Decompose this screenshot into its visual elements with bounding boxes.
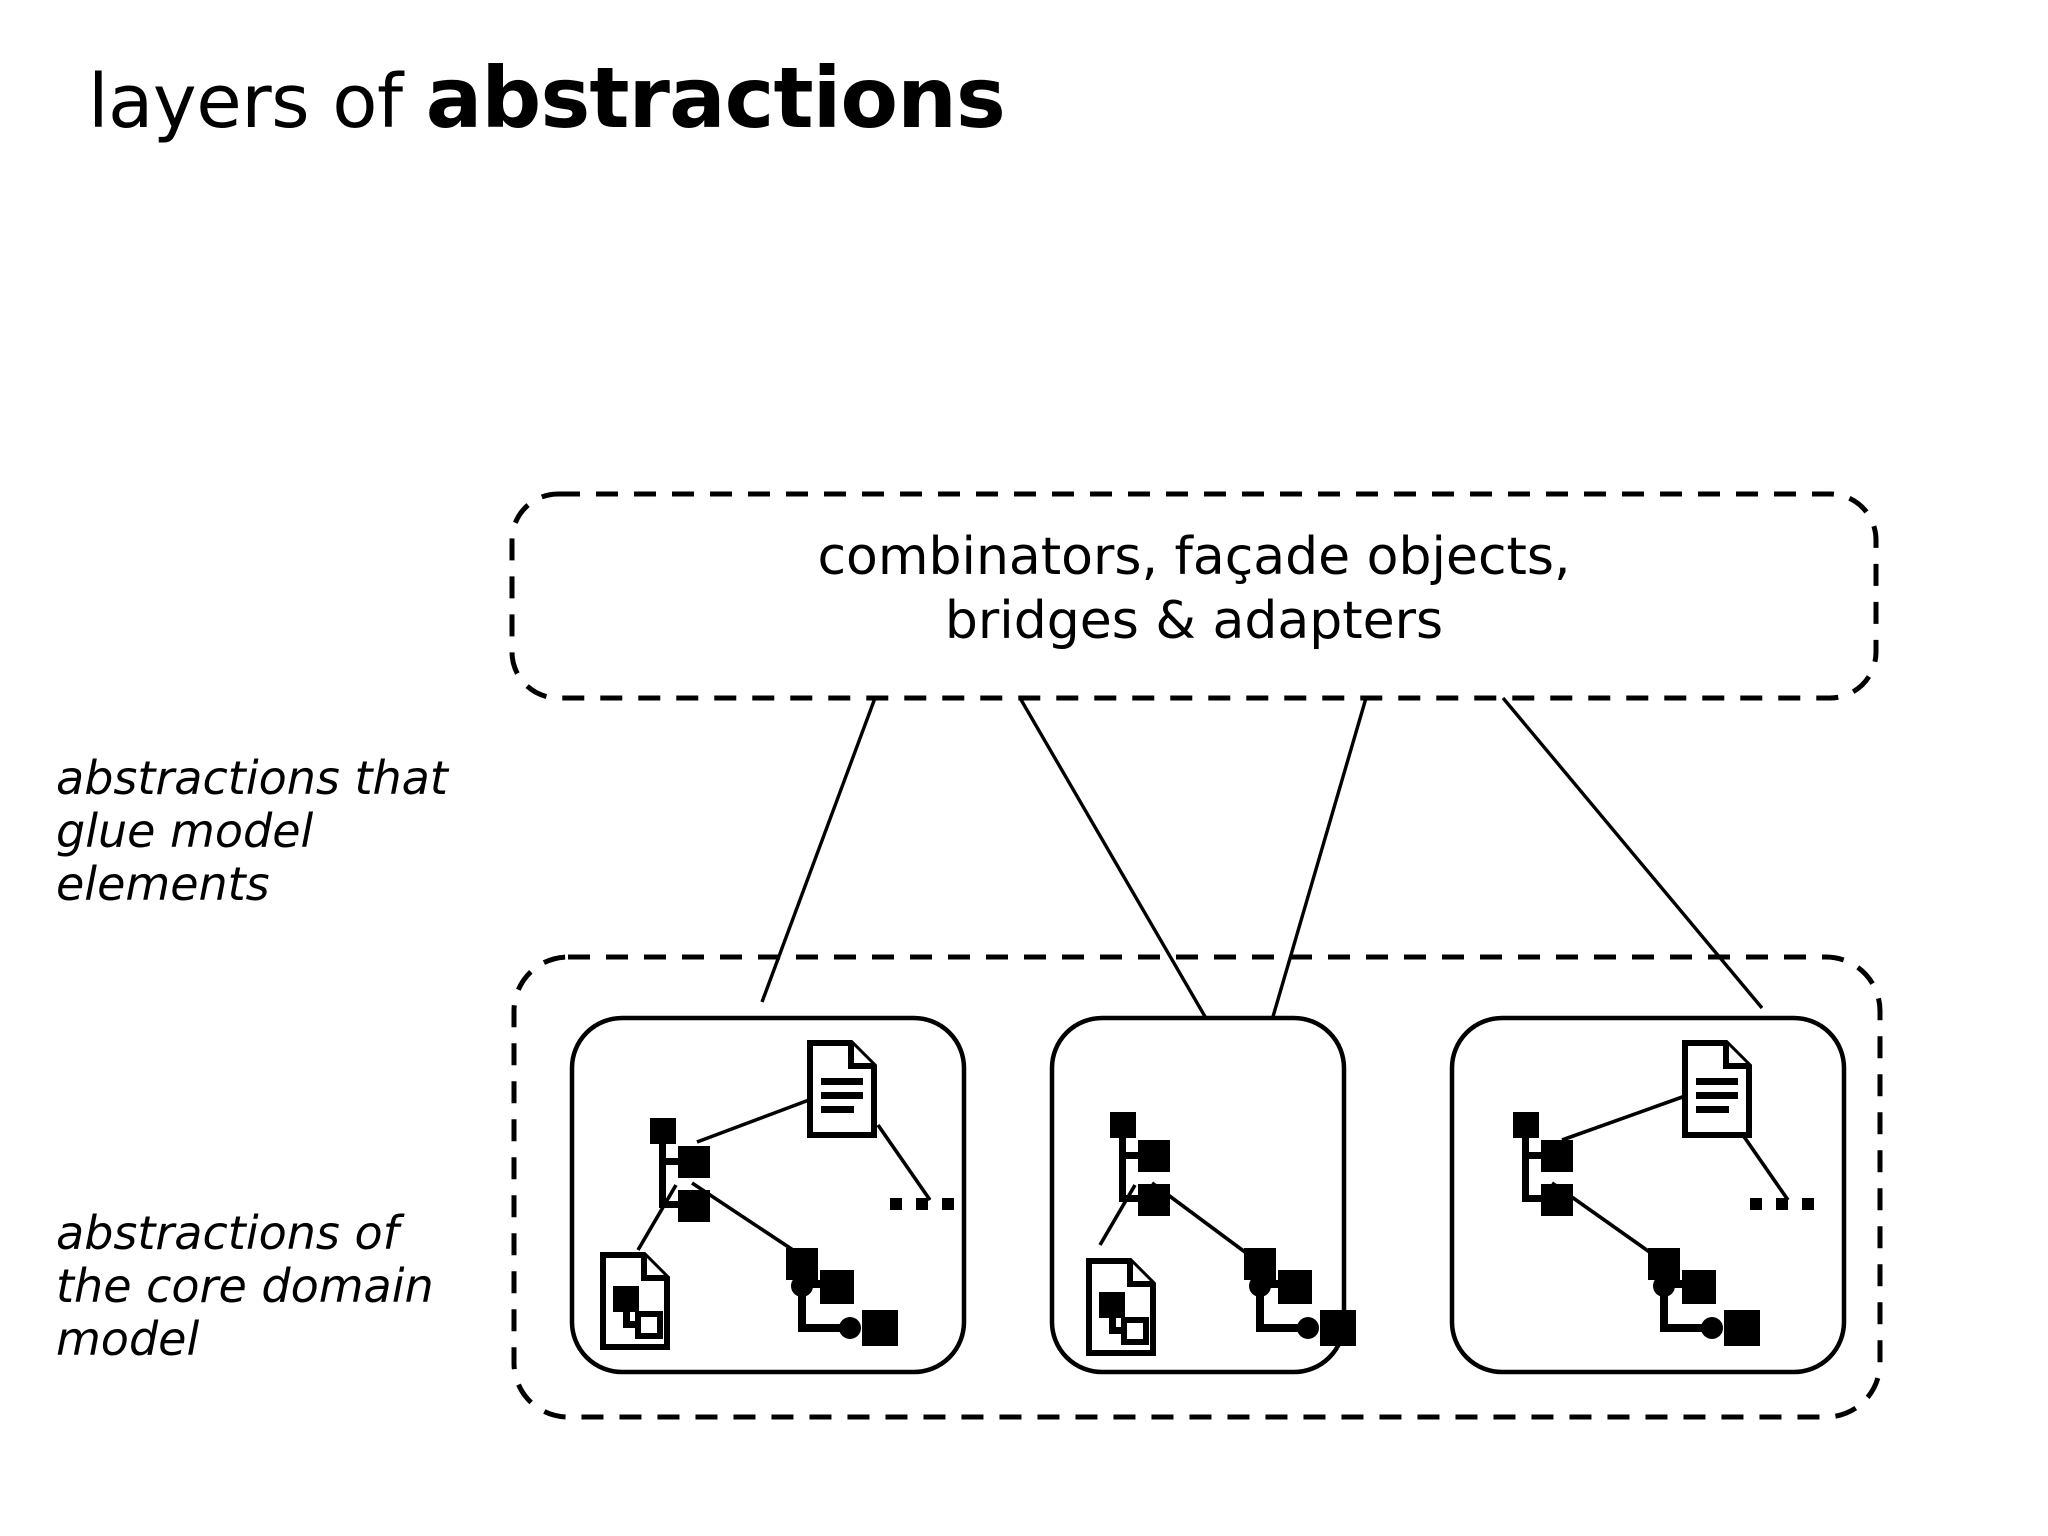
glue-layer-box xyxy=(509,491,1879,701)
label-glue-abstractions: abstractions that glue model elements xyxy=(56,751,448,911)
core-model-card-3[interactable] xyxy=(1449,1015,1847,1375)
document-text-icon xyxy=(1685,1043,1749,1135)
document-text-icon xyxy=(810,1043,874,1135)
ellipsis-icon xyxy=(1750,1198,1814,1210)
core-layer-box xyxy=(511,954,1883,1420)
document-diagram-icon xyxy=(603,1255,667,1347)
document-diagram-icon xyxy=(1089,1261,1153,1353)
page-title-strong: abstractions xyxy=(425,49,1006,147)
glue-layer-label: combinators, façade objects, bridges & a… xyxy=(817,527,1571,652)
connector-line-2 xyxy=(1018,697,1209,1021)
page-title: layers of abstractions xyxy=(88,56,1006,140)
page-title-light: layers of xyxy=(88,59,426,145)
core-model-card-1[interactable] xyxy=(569,1015,967,1375)
connector-line-4 xyxy=(1501,696,1764,1010)
connector-line-3 xyxy=(1270,697,1368,1021)
label-core-abstractions: abstractions of the core domain model xyxy=(56,1206,434,1366)
ellipsis-icon xyxy=(890,1198,954,1210)
card-1-edges xyxy=(636,1095,932,1260)
connector-line-1 xyxy=(760,697,877,1003)
layer-connector-lines xyxy=(760,696,1764,1021)
core-model-card-2[interactable] xyxy=(1049,1015,1356,1375)
